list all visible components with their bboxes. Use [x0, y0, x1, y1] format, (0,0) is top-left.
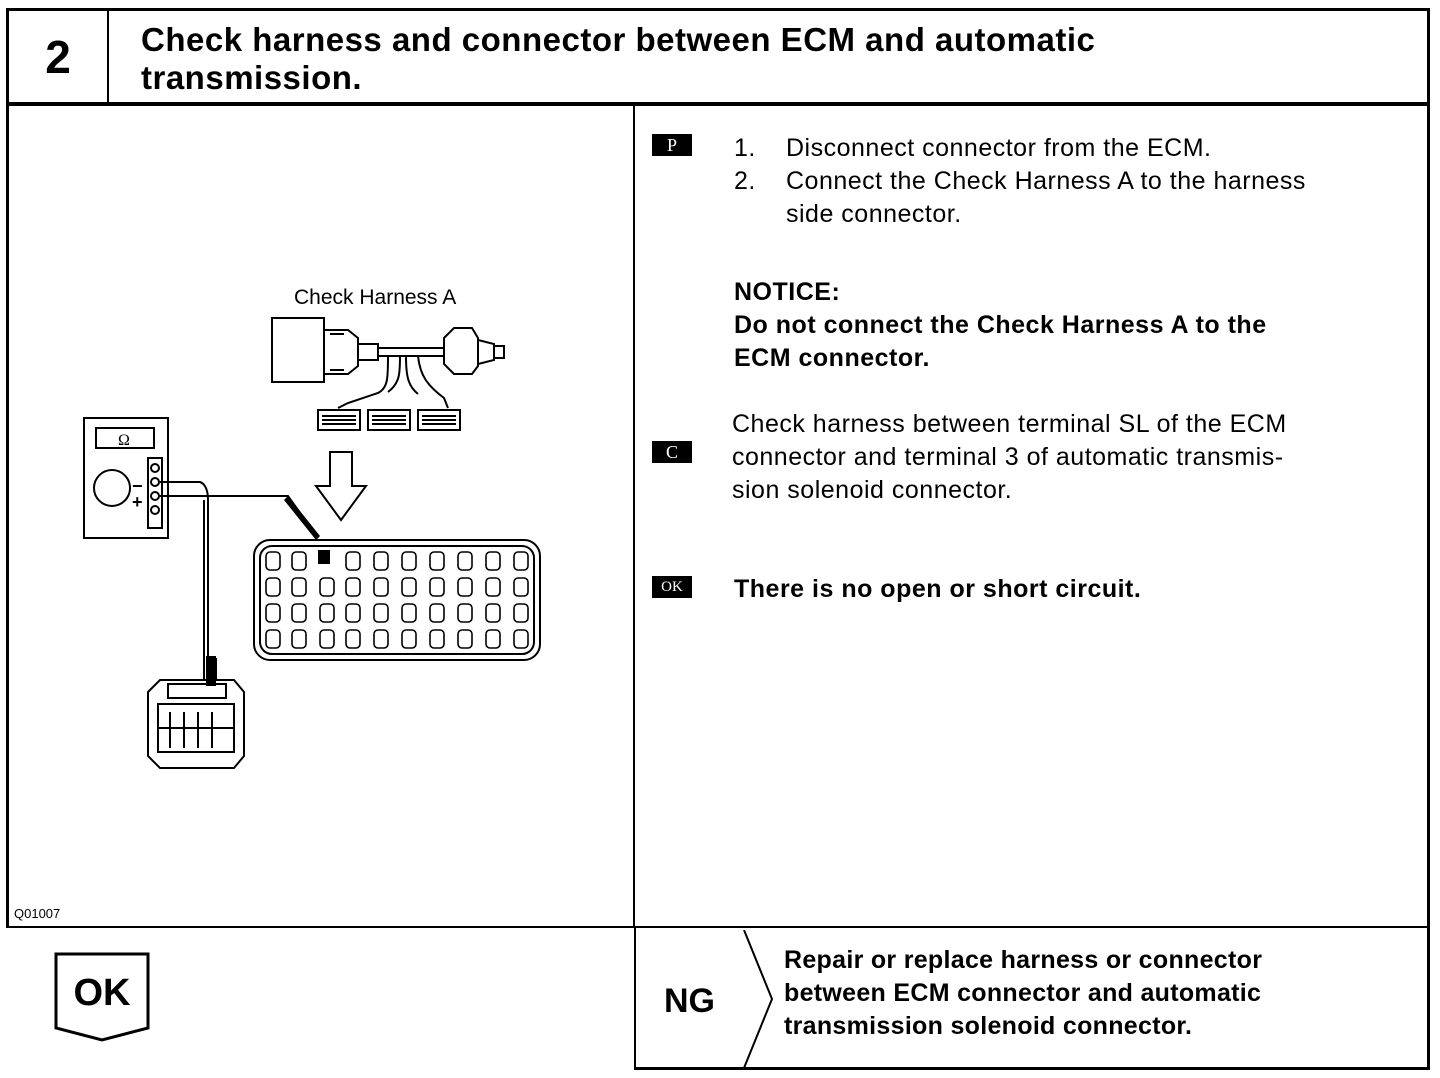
- step-body: [6, 106, 1430, 928]
- ecm-pin-row-4: [265, 629, 529, 649]
- step2-number: 2.: [734, 167, 756, 195]
- down-arrow: [314, 451, 368, 522]
- plus-symbol: +: [132, 492, 143, 512]
- step-title-line-1: Check harness and connector between ECM …: [141, 21, 1096, 58]
- step-title-line-2: transmission.: [141, 59, 363, 96]
- check-text: Check harness between terminal SL of the…: [732, 408, 1394, 507]
- ecm-pin-row-3: [265, 603, 529, 623]
- step-title: Check harness and connector between ECM …: [109, 11, 1095, 102]
- ng-result-text: Repair or replace harness or connector b…: [784, 944, 1424, 1043]
- step1-text: Disconnect connector from the ECM.: [786, 134, 1212, 162]
- step1-number: 1.: [734, 134, 756, 162]
- step2-line-2: side connector.: [786, 200, 962, 228]
- notice-line-2: ECM connector.: [734, 344, 930, 372]
- ok-condition-text: There is no open or short circuit.: [734, 575, 1142, 603]
- step-number: 2: [9, 11, 109, 102]
- minus-symbol: −: [132, 476, 143, 496]
- ng-line-2: between ECM connector and automatic: [784, 979, 1262, 1007]
- check-line-1: Check harness between terminal SL of the…: [732, 410, 1287, 438]
- ecm-pin-row-1: [265, 551, 529, 571]
- ng-result-label: NG: [664, 982, 715, 1020]
- solenoid-connector-illustration: [147, 658, 245, 769]
- column-divider: [633, 106, 635, 928]
- wiring-illustration: Check Harness A Ω − +: [83, 286, 541, 769]
- ecm-pin-row-2: [265, 577, 529, 597]
- ok-badge: OK: [652, 576, 692, 598]
- ohm-symbol: Ω: [118, 432, 130, 449]
- step-header: 2 Check harness and connector between EC…: [6, 8, 1430, 106]
- notice-line-1: Do not connect the Check Harness A to th…: [734, 311, 1267, 339]
- ng-result-box: [634, 928, 1430, 1070]
- notice-text: Do not connect the Check Harness A to th…: [734, 309, 1394, 375]
- ok-arrow-icon: [54, 952, 150, 1042]
- ecm-connector-illustration: [253, 539, 541, 661]
- check-line-3: sion solenoid connector.: [732, 476, 1013, 504]
- step2-text: Connect the Check Harness A to the harne…: [786, 165, 1394, 231]
- step2-line-1: Connect the Check Harness A to the harne…: [786, 167, 1306, 195]
- check-harness-illustration: [271, 317, 505, 431]
- multimeter-illustration: [83, 417, 319, 658]
- ng-line-3: transmission solenoid connector.: [784, 1012, 1193, 1040]
- check-harness-label: Check Harness A: [294, 286, 456, 309]
- ng-chevron-icon: [743, 930, 774, 1068]
- figure-code: Q01007: [14, 906, 61, 921]
- notice-title: NOTICE:: [734, 278, 841, 306]
- ok-result-label: OK: [73, 972, 131, 1014]
- check-line-2: connector and terminal 3 of automatic tr…: [732, 443, 1284, 471]
- ng-line-1: Repair or replace harness or connector: [784, 946, 1263, 974]
- prep-badge: P: [652, 134, 692, 156]
- check-badge: C: [652, 441, 692, 463]
